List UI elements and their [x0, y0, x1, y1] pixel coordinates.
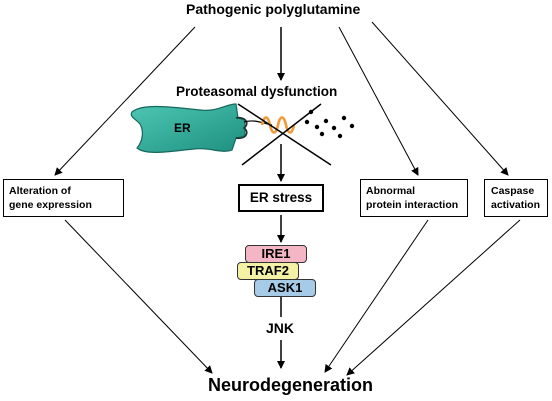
caspase-text: Caspase activation	[491, 185, 541, 211]
arrow-caspase-to-bottom	[346, 219, 521, 376]
cross-line-1	[237, 103, 332, 166]
ask1-pill: ASK1	[254, 279, 316, 297]
polyglutamine-coil	[260, 116, 296, 134]
jnk-label: JNK	[266, 320, 295, 336]
er-stress-box: ER stress	[238, 184, 324, 212]
abnormal-box: Abnormal protein interaction	[360, 179, 468, 217]
cross-line-2	[241, 103, 322, 166]
arrow-alteration-to-bottom	[64, 219, 213, 374]
er-label: ER	[174, 121, 191, 135]
proteasome-label: Proteasomal dysfunction	[176, 84, 338, 99]
traf2-pill: TRAF2	[237, 262, 299, 280]
alteration-text: Alteration of gene expression	[9, 185, 92, 211]
bottom-label: Neurodegeneration	[208, 375, 374, 395]
er-cleft	[235, 116, 248, 140]
arrow-top-to-alteration	[54, 26, 196, 176]
caspase-box: Caspase activation	[484, 179, 548, 217]
aggregate-dots	[304, 109, 355, 139]
er-shape	[130, 103, 246, 153]
top-label: Pathogenic polyglutamine	[186, 1, 361, 17]
er-stress-text: ER stress	[249, 190, 313, 205]
ire1-pill: IRE1	[245, 245, 307, 263]
arrow-top-to-abnormal	[338, 26, 419, 176]
abnormal-text: Abnormal protein interaction	[366, 185, 459, 211]
alteration-box: Alteration of gene expression	[3, 179, 124, 217]
arrow-top-to-caspase	[371, 21, 509, 176]
arrow-abnormal-to-bottom	[324, 219, 429, 373]
